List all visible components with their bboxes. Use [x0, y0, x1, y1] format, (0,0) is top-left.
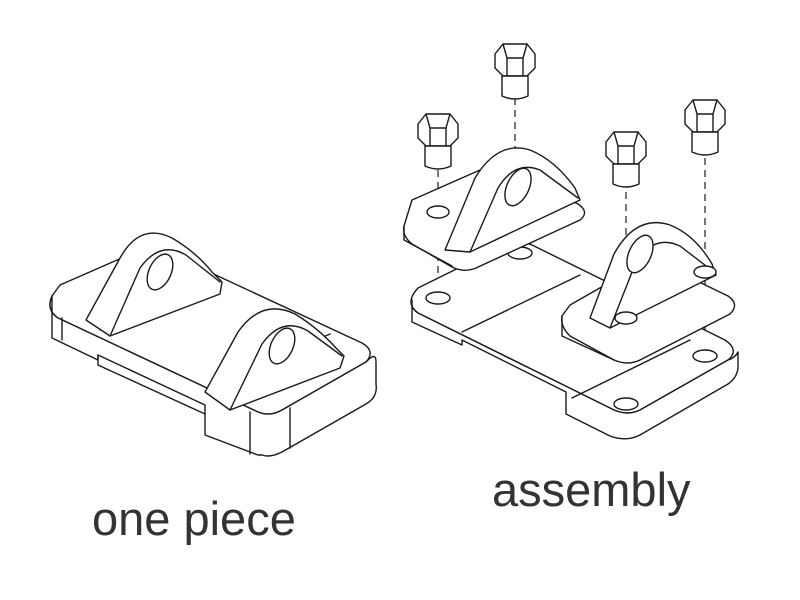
- base-hole: [613, 397, 639, 411]
- bracket-hole: [626, 234, 654, 274]
- bracket-bolt-hole: [614, 311, 638, 325]
- bracket-bolt-hole: [426, 205, 450, 219]
- assembly-label: assembly: [492, 463, 691, 516]
- one-piece-lug-hole-right: [268, 327, 296, 365]
- one-piece-part: [49, 232, 377, 457]
- one-piece-label: one piece: [92, 492, 296, 545]
- one-piece-base-front: [49, 295, 377, 457]
- bolt: [605, 131, 647, 188]
- bolt: [684, 99, 726, 156]
- assembly-part: [402, 43, 739, 440]
- bracket-hole: [504, 167, 532, 207]
- bolt: [494, 43, 536, 100]
- base-hole: [425, 291, 451, 305]
- one-piece-lug-hole-left: [146, 253, 174, 291]
- base-hole: [692, 349, 718, 363]
- assembly-base-front: [410, 299, 739, 440]
- bracket-bolt-hole: [693, 265, 717, 279]
- bolt: [417, 113, 459, 170]
